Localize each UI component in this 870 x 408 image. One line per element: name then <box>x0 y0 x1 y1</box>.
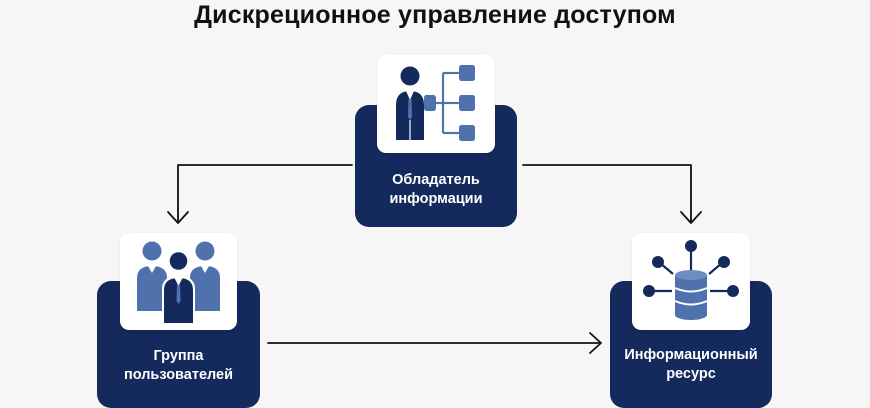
node-resource-label-line1: Информационный <box>624 347 758 363</box>
edge-owner-to-resource <box>522 164 692 223</box>
node-owner-label-line1: Обладатель <box>392 172 480 188</box>
arrowhead-owner-to-resource <box>680 211 702 224</box>
person-hierarchy-icon <box>396 65 475 141</box>
node-users-label: Группа пользователей <box>97 347 260 385</box>
node-users-label-line1: Группа <box>153 348 204 364</box>
database-network-icon <box>643 240 739 320</box>
node-information-owner: Обладатель информации <box>355 55 517 227</box>
page-title: Дискреционное управление доступом <box>194 1 676 29</box>
node-resource-label: Информационный ресурс <box>610 346 772 384</box>
node-users-label-line2: пользователей <box>123 367 234 383</box>
node-information-resource: Информационный ресурс <box>610 233 772 408</box>
node-resource-label-line2: ресурс <box>666 366 716 382</box>
users-icon-card <box>120 233 237 330</box>
user-group-icon <box>137 241 220 323</box>
resource-icon-card <box>632 233 750 330</box>
edge-owner-to-users <box>177 164 353 223</box>
owner-icon-card <box>377 55 495 153</box>
node-owner-label: Обладатель информации <box>355 171 517 209</box>
node-user-group: Группа пользователей <box>97 233 260 408</box>
arrowhead-users-to-resource <box>589 332 602 354</box>
arrowhead-owner-to-users <box>167 211 189 224</box>
node-owner-label-line2: информации <box>389 191 483 207</box>
